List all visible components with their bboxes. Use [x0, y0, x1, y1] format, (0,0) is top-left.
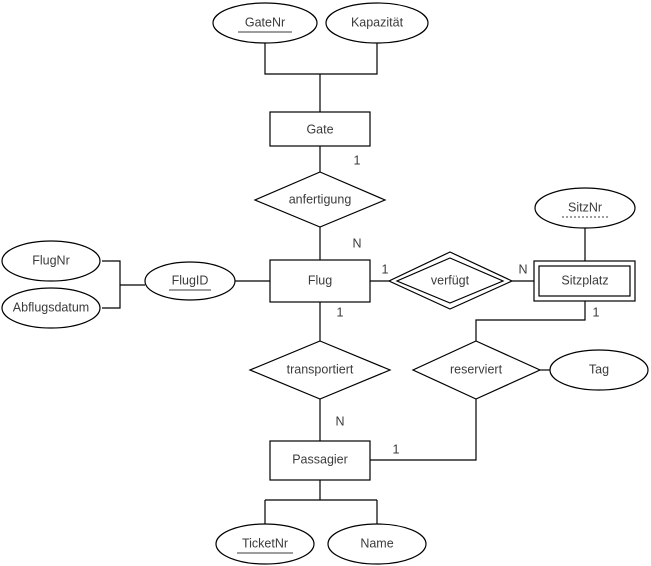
relationship-transportiert[interactable]: transportiert	[248, 340, 392, 400]
cardinality-gate-anfertigung: 1	[354, 153, 361, 167]
cardinality-verfuegt-sitzplatz: N	[518, 262, 527, 276]
attribute-ellipse	[534, 187, 636, 229]
relationship-diamond-inner	[395, 257, 505, 304]
relationship-reserviert[interactable]: reserviert	[411, 340, 542, 400]
cardinality-flug-verfuegt: 1	[382, 262, 389, 276]
attribute-ellipse	[327, 523, 427, 565]
relationship-diamond	[248, 340, 392, 400]
entity-passagier-label: Passagier	[292, 452, 348, 466]
entity-flug[interactable]: Flug	[269, 259, 371, 303]
entity-gate-label: Gate	[306, 122, 333, 136]
entity-rect	[269, 111, 371, 147]
attribute-name-label: Name	[360, 536, 393, 550]
cardinality-passagier-reserviert: 1	[393, 442, 400, 456]
connector-gatenr-bracket	[264, 43, 378, 75]
entity-flug-label: Flug	[308, 273, 332, 287]
cardinality-flug-transportiert: 1	[337, 305, 344, 319]
attribute-tag-label: Tag	[589, 362, 609, 376]
relationship-diamond	[411, 340, 542, 400]
attribute-sitznr-label: SitzNr	[568, 200, 602, 214]
attribute-gatenr[interactable]: GateNr	[212, 2, 318, 44]
attribute-ellipse	[1, 240, 101, 282]
attribute-ellipse	[325, 2, 429, 44]
attribute-ellipse	[549, 349, 649, 391]
entity-gate[interactable]: Gate	[269, 111, 371, 147]
attribute-abflugsdatum[interactable]: Abflugsdatum	[1, 287, 101, 329]
entity-rect	[269, 440, 371, 481]
entity-rect	[269, 259, 371, 303]
attribute-ticketnr-label: TicketNr	[242, 536, 288, 550]
relationship-transportiert-label: transportiert	[287, 362, 354, 376]
entity-sitzplatz[interactable]: Sitzplatz	[533, 260, 636, 302]
relationship-anfertigung-label: anfertigung	[289, 192, 352, 206]
relationship-reserviert-label: reserviert	[450, 362, 503, 376]
attribute-abflugsdatum-label: Abflugsdatum	[13, 300, 89, 314]
entity-rect-inner	[538, 265, 631, 297]
connector-flugnr-bracket	[102, 260, 121, 309]
relationship-anfertigung[interactable]: anfertigung	[253, 171, 387, 228]
attribute-flugid[interactable]: FlugID	[144, 261, 236, 301]
cardinality-sitzplatz-reserviert: 1	[593, 305, 600, 319]
attribute-ellipse	[1, 287, 101, 329]
attribute-gatenr-label: GateNr	[245, 15, 285, 29]
attribute-kapazitaet[interactable]: Kapazität	[325, 2, 429, 44]
attribute-kapazitaet-label: Kapazität	[351, 15, 404, 29]
attribute-flugid-label: FlugID	[172, 273, 209, 287]
attribute-flugnr-label: FlugNr	[32, 253, 70, 267]
relationship-diamond	[253, 171, 387, 228]
connector-layer	[102, 43, 586, 524]
cardinality-layer: 1 N 1 N 1 N 1 1	[335, 153, 599, 456]
attribute-ellipse	[212, 2, 318, 44]
attribute-ellipse	[215, 523, 315, 565]
relationship-verfuegt-label: verfügt	[431, 273, 470, 287]
connector-reserviert-passagier	[370, 399, 477, 461]
entity-passagier[interactable]: Passagier	[269, 440, 371, 481]
entity-sitzplatz-label: Sitzplatz	[561, 273, 608, 287]
cardinality-anfertigung-flug: N	[352, 236, 361, 250]
attribute-tag[interactable]: Tag	[549, 349, 649, 391]
cardinality-transportiert-passagier: N	[335, 414, 344, 428]
connector-sitzplatz-reserviert	[475, 301, 586, 341]
attribute-ticketnr[interactable]: TicketNr	[215, 523, 315, 565]
attribute-ellipse	[144, 261, 236, 301]
attribute-flugnr[interactable]: FlugNr	[1, 240, 101, 282]
attribute-name[interactable]: Name	[327, 523, 427, 565]
relationship-verfuegt[interactable]: verfügt	[387, 251, 514, 310]
attribute-sitznr[interactable]: SitzNr	[534, 187, 636, 229]
